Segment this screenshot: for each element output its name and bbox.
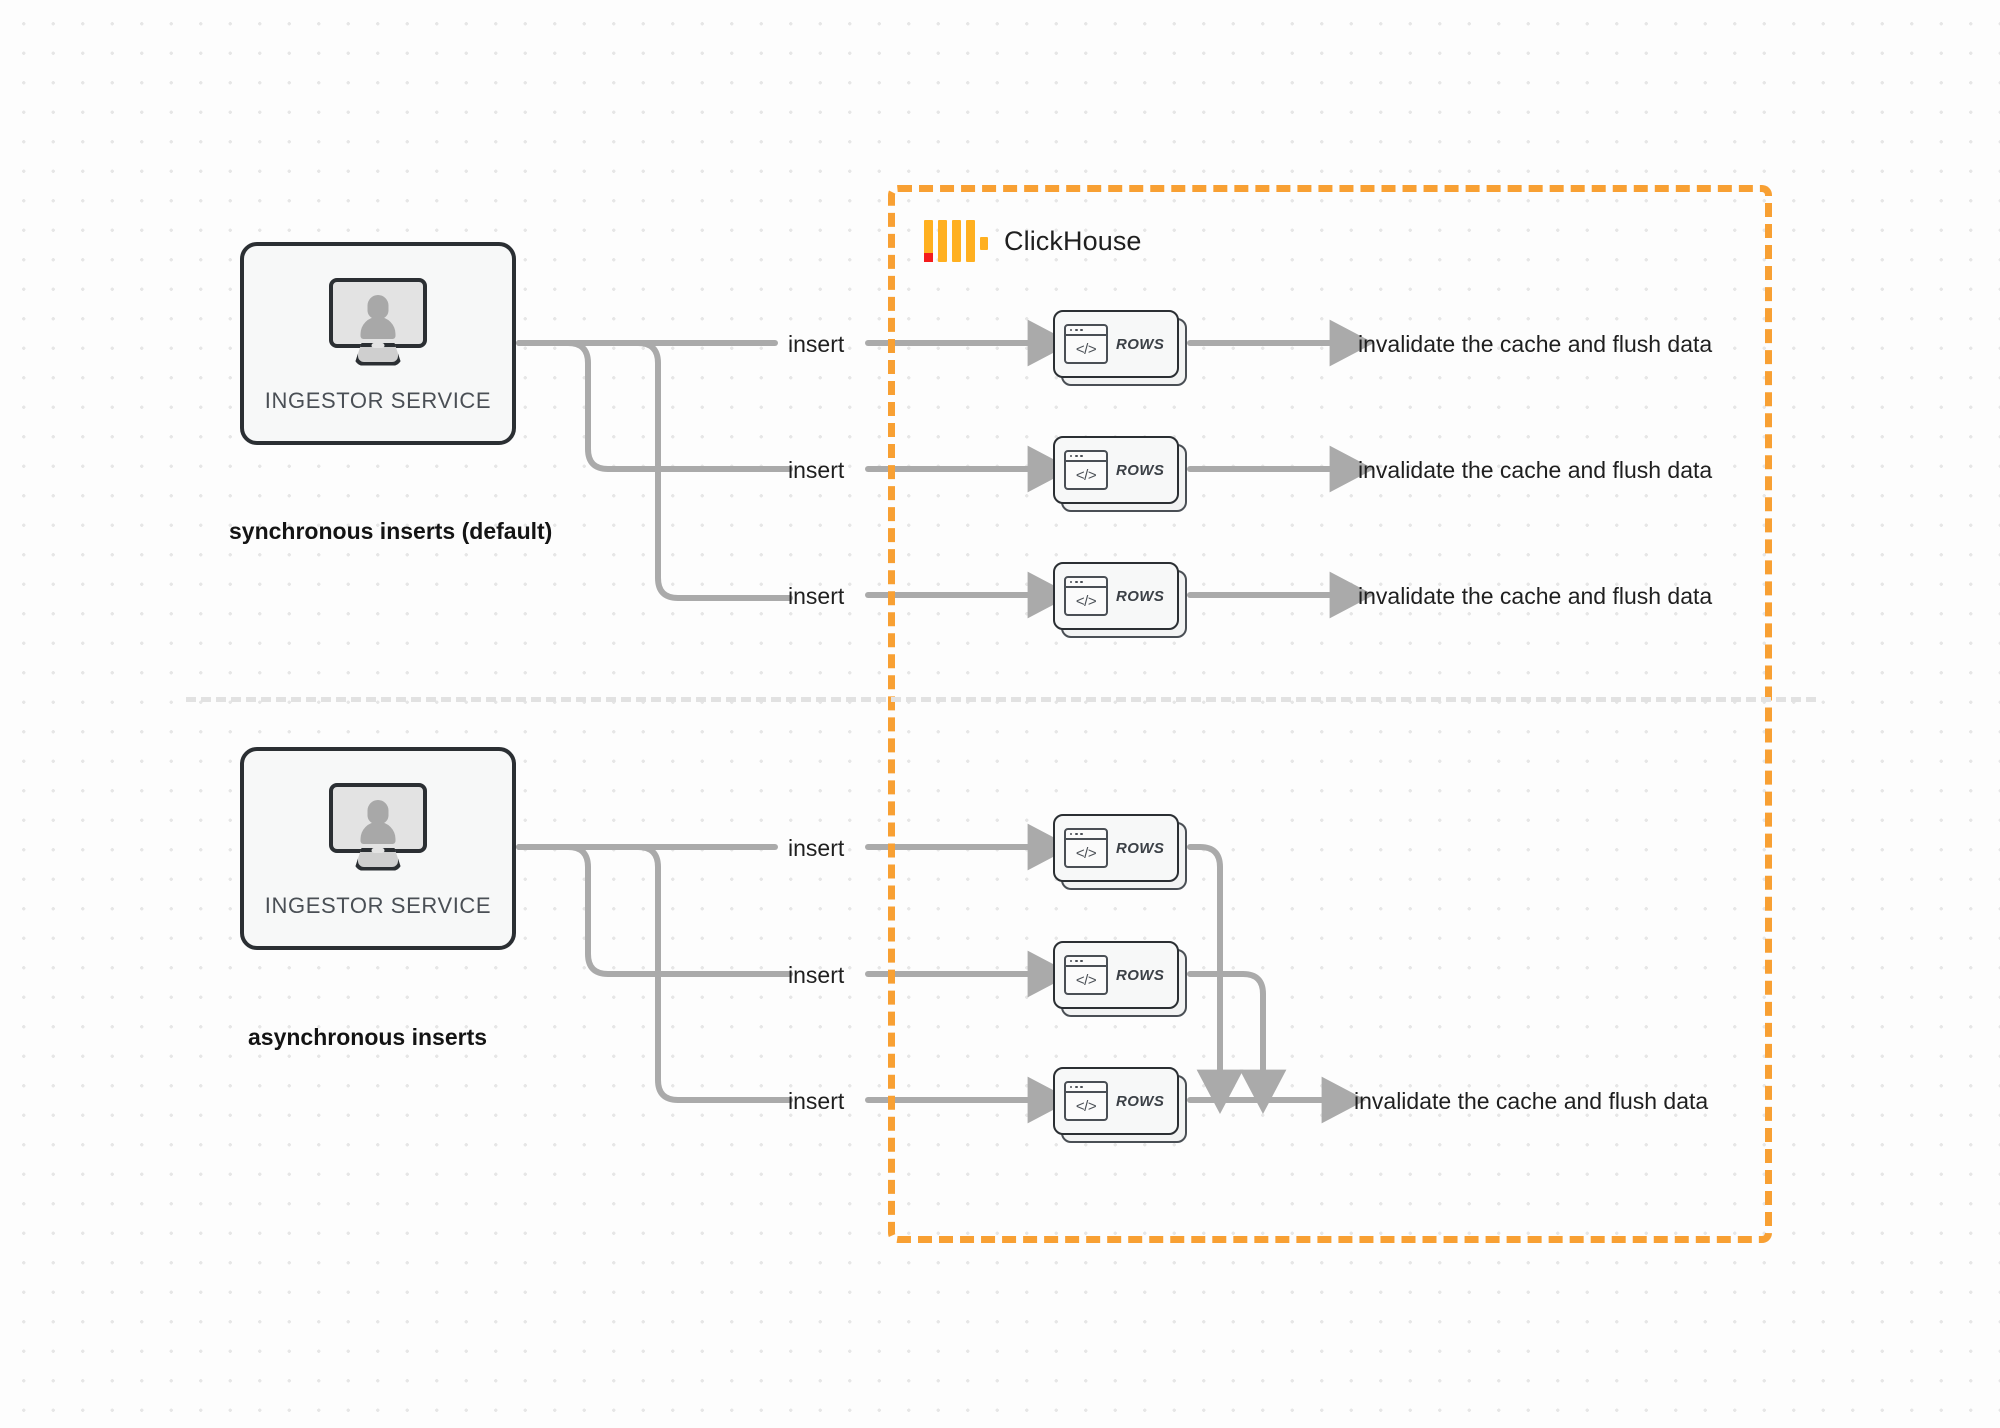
code-window-icon: </> (1064, 450, 1108, 490)
ingestor-service-label: INGESTOR SERVICE (264, 892, 492, 918)
insert-label-sync-3: insert (788, 583, 845, 609)
insert-label-async-2: insert (788, 962, 845, 988)
clickhouse-brand: ClickHouse (924, 220, 1142, 262)
rows-card-async-1: </> ROWS (1053, 814, 1187, 890)
outcome-label-sync-3: invalidate the cache and flush data (1358, 583, 1713, 609)
rows-card-label: ROWS (1116, 461, 1165, 479)
rows-card-label: ROWS (1116, 587, 1165, 605)
wire-async-branch-3 (516, 844, 793, 1103)
outcome-label-async-merged: invalidate the cache and flush data (1354, 1088, 1709, 1114)
insert-label-async-3: insert (788, 1088, 845, 1114)
wire-sync-branch-2 (516, 340, 793, 472)
insert-label-sync-1: insert (788, 331, 845, 357)
outcome-label-sync-2: invalidate the cache and flush data (1358, 457, 1713, 483)
code-window-icon: </> (1064, 828, 1108, 868)
ingestor-service-box-synchronous: INGESTOR SERVICE (240, 242, 516, 445)
insert-label-sync-2: insert (788, 457, 845, 483)
monitor-user-icon (329, 782, 427, 871)
ingestor-service-label: INGESTOR SERVICE (264, 387, 492, 413)
outcome-label-sync-1: invalidate the cache and flush data (1358, 331, 1713, 357)
insert-label-async-1: insert (788, 835, 845, 861)
rows-card-label: ROWS (1116, 966, 1165, 984)
code-window-icon: </> (1064, 576, 1108, 616)
rows-card-async-3: </> ROWS (1053, 1067, 1187, 1143)
clickhouse-region (888, 185, 1772, 1243)
section-caption-synchronous: synchronous inserts (default) (229, 518, 553, 544)
section-caption-asynchronous: asynchronous inserts (248, 1024, 488, 1050)
wire-async-branch-2 (516, 844, 793, 977)
section-divider (186, 697, 1816, 702)
rows-card-async-2: </> ROWS (1053, 941, 1187, 1017)
rows-card-sync-1: </> ROWS (1053, 310, 1187, 386)
code-window-icon: </> (1064, 955, 1108, 995)
code-window-icon: </> (1064, 1081, 1108, 1121)
clickhouse-label: ClickHouse (1004, 225, 1142, 256)
rows-card-sync-2: </> ROWS (1053, 436, 1187, 512)
rows-card-label: ROWS (1116, 1092, 1165, 1110)
code-window-icon: </> (1064, 324, 1108, 364)
wire-sync-branch-3 (516, 340, 793, 601)
clickhouse-logo-red-accent (924, 253, 933, 262)
clickhouse-logo-icon (924, 220, 988, 262)
rows-card-label: ROWS (1116, 839, 1165, 857)
ingestor-service-box-asynchronous: INGESTOR SERVICE (240, 747, 516, 950)
monitor-user-icon (329, 277, 427, 366)
rows-card-sync-3: </> ROWS (1053, 562, 1187, 638)
rows-card-label: ROWS (1116, 335, 1165, 353)
